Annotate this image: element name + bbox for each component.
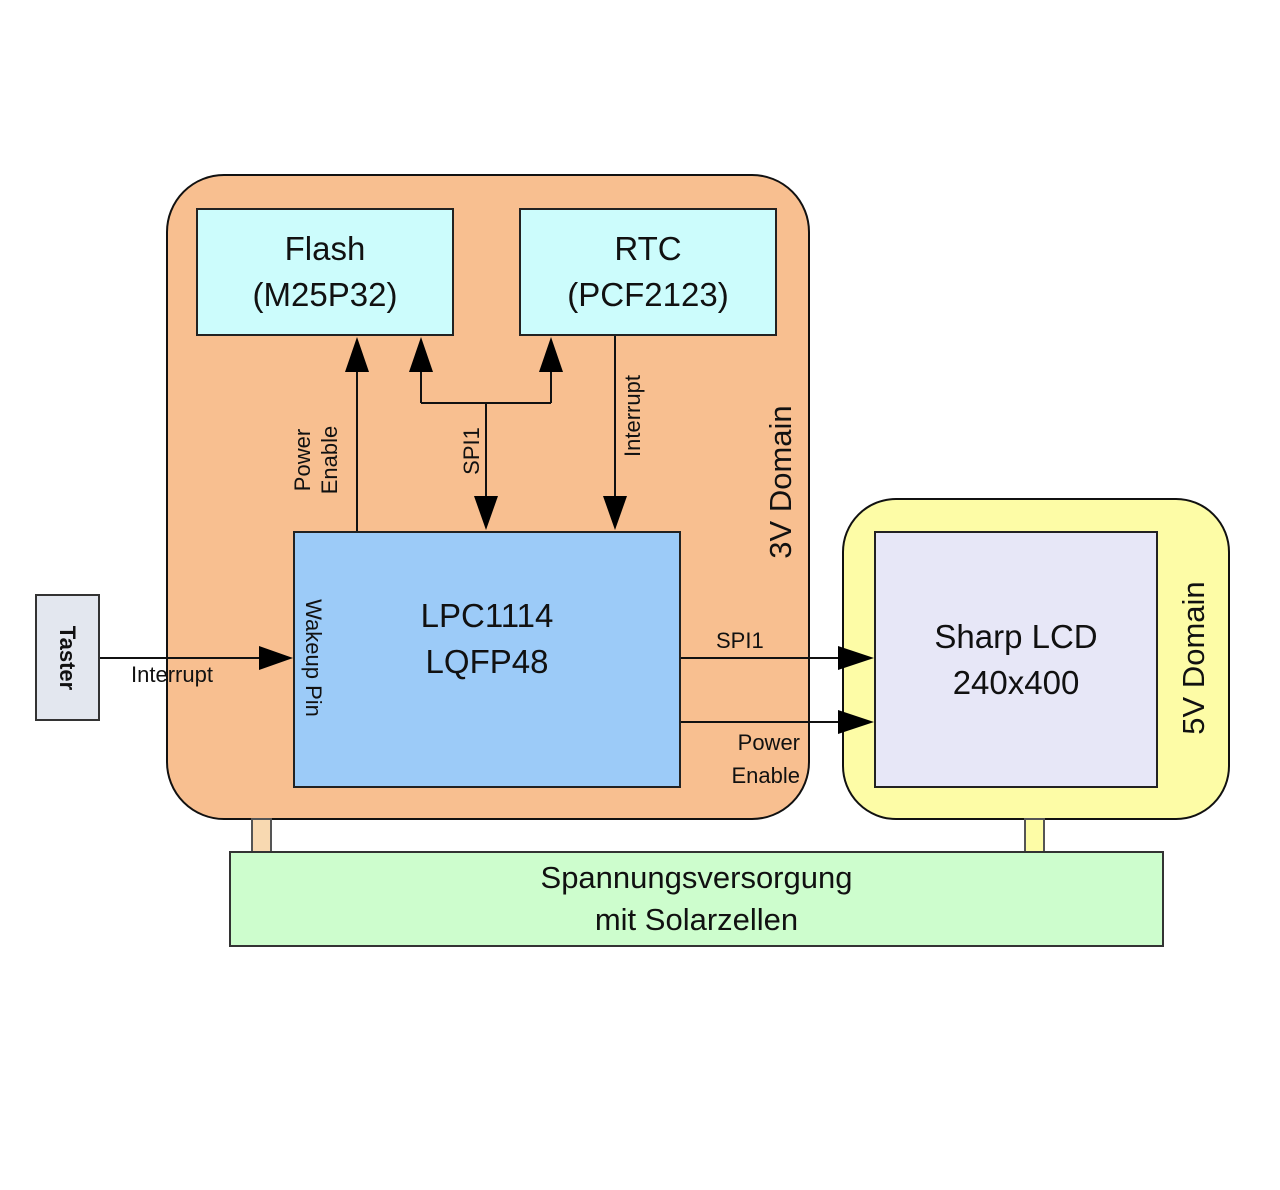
flash-name: Flash xyxy=(284,230,366,267)
lcd-spi-label: SPI1 xyxy=(716,628,764,653)
arrow-down-mcu-spi xyxy=(474,496,498,530)
lcd-block: Sharp LCD 240x400 xyxy=(874,531,1158,788)
spi-bus-label: SPI1 xyxy=(459,427,484,475)
flash-power-label-line1: Power xyxy=(290,428,315,492)
arrow-right-lcd-power xyxy=(838,710,874,734)
lcd-name: Sharp LCD xyxy=(934,617,1098,655)
arrow-up-rtc-spi xyxy=(539,337,563,372)
mcu-block: LPC1114 LQFP48 xyxy=(293,531,681,788)
mcu-name: LPC1114 xyxy=(420,597,554,634)
flash-block: Flash (M25P32) xyxy=(196,208,454,336)
flash-power-label-line2: Enable xyxy=(317,425,342,495)
rtc-block: RTC (PCF2123) xyxy=(519,208,777,336)
arrow-up-flash-spi xyxy=(409,337,433,372)
lcd-power-label-line2: Enable xyxy=(731,763,800,788)
rtc-part: (PCF2123) xyxy=(567,276,729,313)
taster-interrupt-label: Interrupt xyxy=(131,662,213,687)
power-supply-line1: Spannungsversorgung xyxy=(540,860,853,895)
rtc-name: RTC xyxy=(614,230,682,267)
arrow-up-flash-power xyxy=(345,337,369,372)
arrow-right-lcd-spi xyxy=(838,646,874,670)
taster-block[interactable] xyxy=(35,594,100,721)
mcu-package: LQFP48 xyxy=(425,643,549,680)
flash-part: (M25P32) xyxy=(252,276,398,313)
lcd-resolution: 240x400 xyxy=(952,663,1080,701)
arrow-right-wakeup xyxy=(259,646,293,670)
lcd-power-enable-label: Power Enable xyxy=(700,726,800,792)
power-supply-block: Spannungsversorgung mit Solarzellen xyxy=(229,851,1164,947)
lcd-power-label-line1: Power xyxy=(737,730,800,755)
flash-power-enable-label: Power Enable xyxy=(289,410,343,510)
arrow-down-mcu-interrupt xyxy=(603,496,627,530)
rtc-interrupt-label: Interrupt xyxy=(620,375,645,457)
power-supply-line2: mit Solarzellen xyxy=(594,902,799,937)
